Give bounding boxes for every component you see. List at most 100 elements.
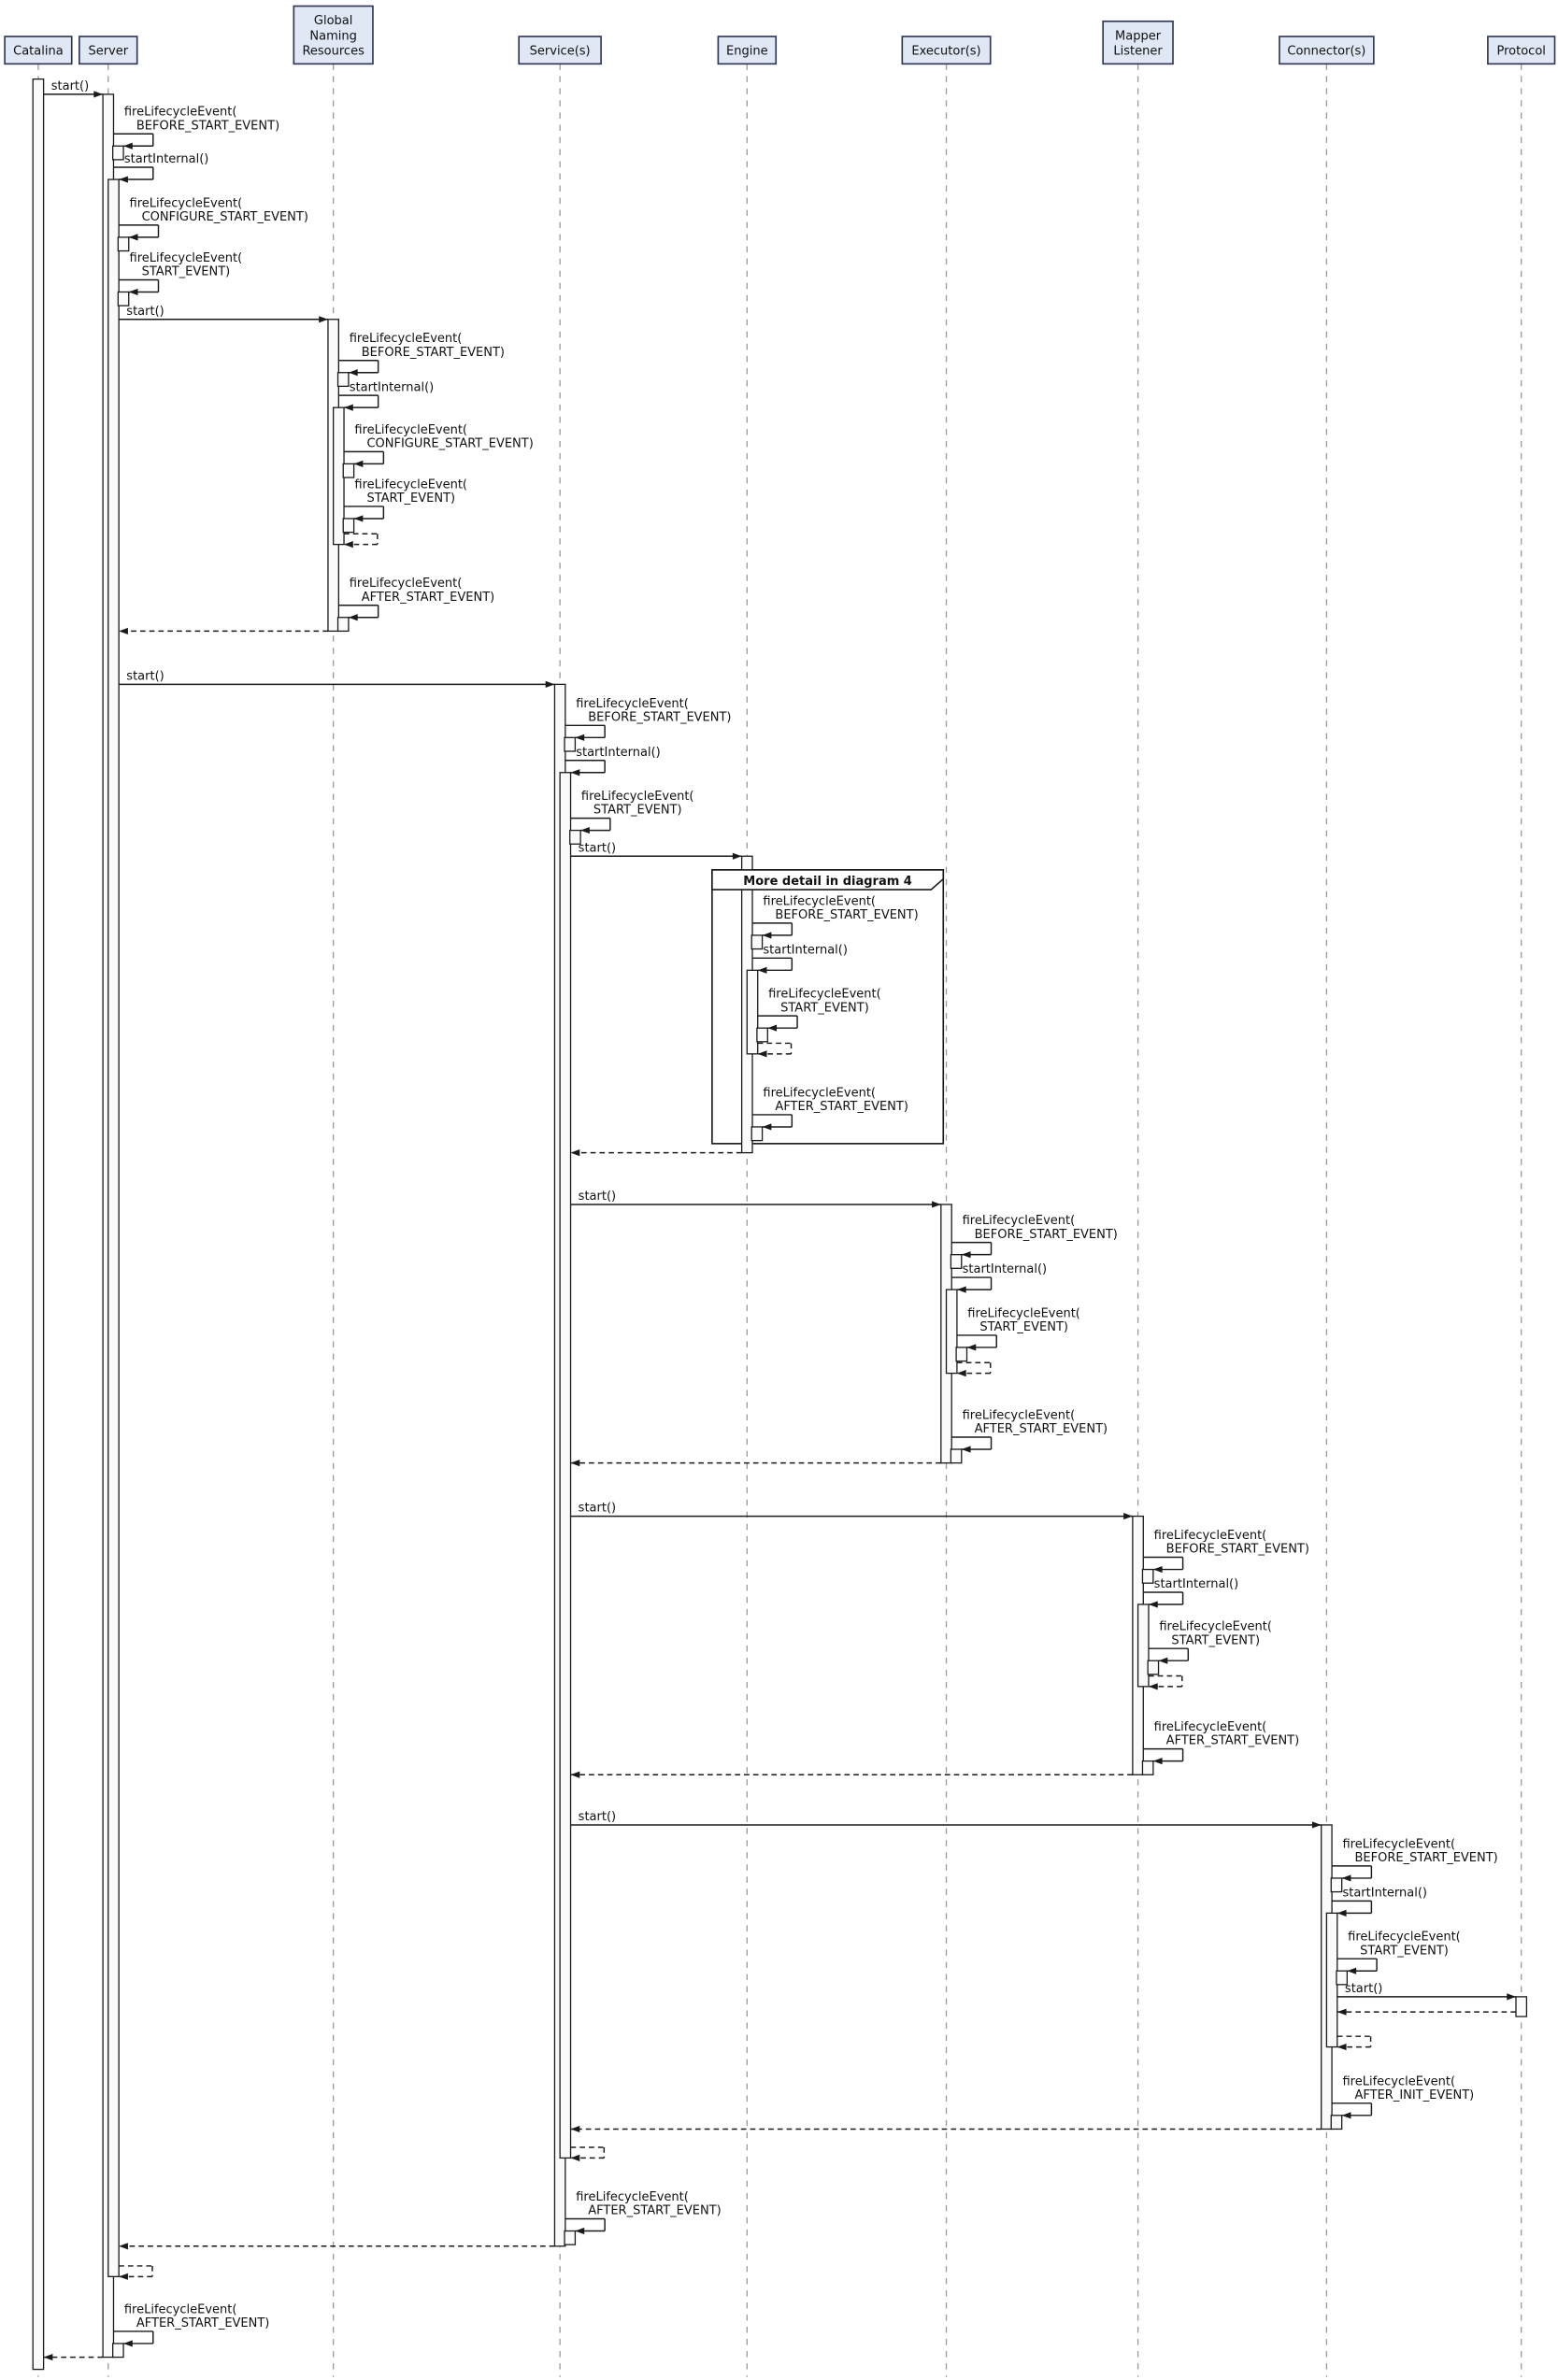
actor-connector: Connector(s) [1279, 36, 1375, 65]
svg-text:fireLifecycleEvent(: fireLifecycleEvent( [1154, 1529, 1267, 1543]
svg-text:Executor(s): Executor(s) [911, 45, 980, 59]
svg-text:BEFORE_START_EVENT): BEFORE_START_EVENT) [362, 346, 505, 360]
svg-text:START_EVENT): START_EVENT) [593, 804, 682, 818]
svg-text:Server: Server [88, 45, 128, 59]
svg-text:fireLifecycleEvent(: fireLifecycleEvent( [130, 251, 243, 265]
message-self: fireLifecycleEvent(START_EVENT) [1336, 1931, 1461, 1986]
message-self: fireLifecycleEvent(BEFORE_START_EVENT) [1330, 1837, 1498, 1893]
svg-text:fireLifecycleEvent(: fireLifecycleEvent( [350, 332, 463, 346]
svg-text:fireLifecycleEvent(: fireLifecycleEvent( [576, 2190, 689, 2204]
message-self: startInternal() [565, 746, 661, 777]
message-selfreturn [757, 1042, 793, 1058]
message-self: fireLifecycleEvent(BEFORE_START_EVENT) [336, 332, 505, 388]
message-call: start() [570, 841, 742, 860]
message-call: start() [119, 305, 328, 323]
activation-service [559, 772, 572, 2159]
svg-text:fireLifecycleEvent(: fireLifecycleEvent( [963, 1408, 1076, 1422]
message-self: fireLifecycleEvent(AFTER_START_EVENT) [336, 577, 494, 633]
actor-executor: Executor(s) [901, 36, 992, 65]
message-self: fireLifecycleEvent(START_EVENT) [117, 251, 243, 306]
svg-text:Connector(s): Connector(s) [1287, 45, 1365, 59]
message-self: fireLifecycleEvent(BEFORE_START_EVENT) [112, 106, 279, 161]
svg-text:fireLifecycleEvent(: fireLifecycleEvent( [1348, 1931, 1461, 1945]
actor-protocol: Protocol [1487, 36, 1556, 65]
svg-text:fireLifecycleEvent(: fireLifecycleEvent( [963, 1214, 1076, 1228]
message-selfreturn [956, 1361, 992, 1377]
message-return [570, 2125, 1322, 2133]
message-self: fireLifecycleEvent(AFTER_START_EVENT) [112, 2302, 270, 2359]
svg-text:BEFORE_START_EVENT): BEFORE_START_EVENT) [1166, 1543, 1309, 1557]
svg-text:fireLifecycleEvent(: fireLifecycleEvent( [967, 1306, 1080, 1320]
activation-protocol [1515, 1996, 1528, 2017]
message-selfreturn [570, 2146, 606, 2161]
svg-text:start(): start() [126, 305, 164, 319]
svg-text:fireLifecycleEvent(: fireLifecycleEvent( [124, 2302, 237, 2316]
message-return [570, 1460, 941, 1467]
actor-engine: Engine [717, 36, 778, 65]
activation-gnr [332, 406, 345, 546]
message-call: start() [1336, 1982, 1517, 2001]
svg-text:fireLifecycleEvent(: fireLifecycleEvent( [768, 988, 881, 1002]
svg-text:fireLifecycleEvent(: fireLifecycleEvent( [1159, 1620, 1272, 1634]
svg-text:fireLifecycleEvent(: fireLifecycleEvent( [1342, 2074, 1455, 2088]
svg-text:Naming: Naming [309, 29, 356, 43]
message-self: fireLifecycleEvent(AFTER_INIT_EVENT) [1330, 2074, 1474, 2131]
message-self: fireLifecycleEvent(START_EVENT) [342, 477, 467, 534]
message-self: fireLifecycleEvent(START_EVENT) [955, 1306, 1080, 1362]
message-self: startInternal() [1143, 1577, 1239, 1608]
message-return [570, 1149, 742, 1157]
svg-text:BEFORE_START_EVENT): BEFORE_START_EVENT) [775, 908, 918, 922]
svg-text:Catalina: Catalina [13, 45, 64, 59]
svg-text:fireLifecycleEvent(: fireLifecycleEvent( [350, 577, 463, 591]
message-self: fireLifecycleEvent(START_EVENT) [1147, 1620, 1272, 1675]
svg-text:start(): start() [579, 1190, 616, 1204]
message-return [43, 2354, 104, 2361]
actor-catalina: Catalina [4, 36, 73, 65]
svg-text:Protocol: Protocol [1497, 45, 1546, 59]
svg-text:AFTER_START_EVENT): AFTER_START_EVENT) [975, 1422, 1108, 1436]
svg-text:fireLifecycleEvent(: fireLifecycleEvent( [124, 106, 237, 120]
svg-text:Service(s): Service(s) [530, 45, 591, 59]
svg-text:startInternal(): startInternal() [576, 746, 661, 760]
svg-text:fireLifecycleEvent(: fireLifecycleEvent( [354, 423, 467, 437]
actor-server: Server [79, 36, 138, 65]
message-self: startInternal() [338, 380, 435, 411]
svg-text:startInternal(): startInternal() [350, 380, 435, 394]
message-self: startInternal() [951, 1262, 1048, 1293]
svg-text:CONFIGURE_START_EVENT): CONFIGURE_START_EVENT) [142, 210, 308, 224]
svg-text:startInternal(): startInternal() [1342, 1886, 1427, 1900]
svg-text:CONFIGURE_START_EVENT): CONFIGURE_START_EVENT) [366, 436, 533, 450]
svg-text:start(): start() [1345, 1982, 1382, 1996]
message-self: startInternal() [1332, 1886, 1427, 1917]
svg-text:More detail in diagram 4: More detail in diagram 4 [743, 875, 912, 889]
svg-text:BEFORE_START_EVENT): BEFORE_START_EVENT) [1354, 1851, 1497, 1865]
message-selfreturn [1148, 1675, 1183, 1690]
message-self: fireLifecycleEvent(BEFORE_START_EVENT) [564, 697, 732, 752]
svg-text:Mapper: Mapper [1115, 29, 1162, 43]
message-self: fireLifecycleEvent(AFTER_START_EVENT) [1141, 1720, 1299, 1775]
message-self: fireLifecycleEvent(AFTER_START_EVENT) [950, 1408, 1108, 1464]
svg-text:AFTER_START_EVENT): AFTER_START_EVENT) [588, 2204, 722, 2218]
svg-text:start(): start() [51, 79, 89, 93]
svg-text:fireLifecycleEvent(: fireLifecycleEvent( [1154, 1720, 1267, 1734]
svg-text:startInternal(): startInternal() [1154, 1577, 1239, 1591]
activation-catalina [32, 78, 45, 2371]
activation-connector [1325, 1912, 1338, 2048]
svg-text:AFTER_START_EVENT): AFTER_START_EVENT) [136, 2316, 270, 2330]
svg-text:startInternal(): startInternal() [963, 1262, 1048, 1276]
message-self: fireLifecycleEvent(BEFORE_START_EVENT) [750, 894, 919, 950]
frame-title: More detail in diagram 4 [711, 869, 945, 891]
message-call: start() [570, 1810, 1322, 1829]
svg-text:Global: Global [314, 14, 352, 28]
message-self: fireLifecycleEvent(CONFIGURE_START_EVENT… [342, 423, 534, 478]
message-self: startInternal() [113, 152, 208, 183]
svg-text:fireLifecycleEvent(: fireLifecycleEvent( [1342, 1837, 1455, 1851]
activation-mapper [1136, 1603, 1150, 1688]
message-selfreturn [119, 2265, 153, 2280]
svg-text:START_EVENT): START_EVENT) [1360, 1944, 1449, 1958]
message-self: fireLifecycleEvent(START_EVENT) [569, 790, 694, 845]
